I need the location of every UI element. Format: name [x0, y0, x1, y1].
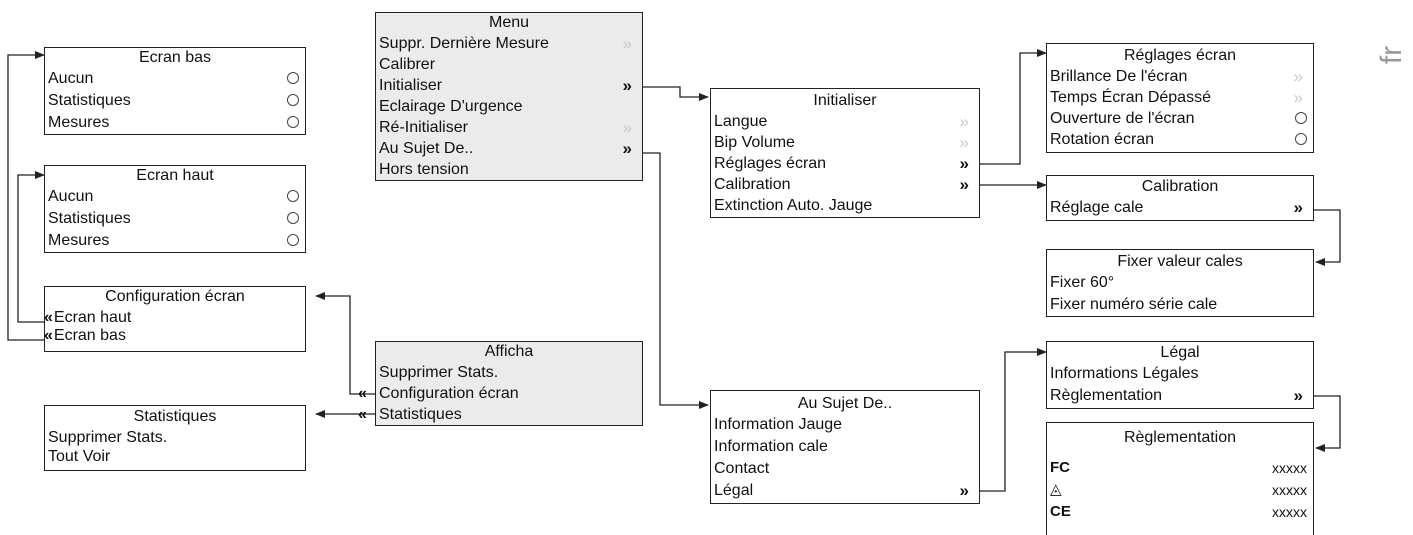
item-supprimer-stats[interactable]: Supprimer Stats.	[48, 429, 168, 446]
chevron-right-icon: »	[959, 175, 969, 194]
menu-item-re-initialiser[interactable]: Ré-Initialiser»	[379, 118, 632, 137]
chevron-right-icon: »	[959, 481, 969, 500]
radio-icon[interactable]	[287, 234, 299, 246]
au-sujet-de-title: Au Sujet De..	[797, 395, 893, 412]
chevron-right-icon: »	[622, 76, 632, 95]
chevron-right-icon: »	[622, 34, 632, 53]
chevron-right-icon: »	[1293, 67, 1303, 86]
calibration-title: Calibration	[1141, 178, 1219, 195]
fcc-mark-icon: FC	[1050, 459, 1070, 476]
chevron-right-icon: »	[959, 112, 969, 131]
item-extinction-auto-jauge[interactable]: Extinction Auto. Jauge	[714, 197, 873, 214]
radio-icon[interactable]	[287, 116, 299, 128]
language-tab: fr	[1375, 40, 1408, 80]
radio-icon[interactable]	[287, 190, 299, 202]
affichage-box: Afficha Supprimer Stats. «Configuration …	[358, 341, 643, 426]
configuration-ecran-title: Configuration écran	[105, 288, 245, 305]
initialiser-title: Initialiser	[813, 92, 877, 109]
configuration-ecran-box: Configuration écran «Ecran haut «Ecran b…	[44, 286, 306, 352]
menu-box: Menu Suppr. Dernière Mesure» Calibrer In…	[375, 12, 643, 181]
item-ecran-haut[interactable]: «Ecran haut	[44, 307, 305, 329]
option-aucun[interactable]: Aucun	[45, 186, 305, 208]
legal-box: Légal Informations Légales Règlementatio…	[1046, 341, 1314, 409]
ecran-bas-title: Ecran bas	[138, 49, 212, 66]
option-statistiques[interactable]: Statistiques	[45, 90, 305, 112]
language-code: fr	[1375, 45, 1408, 65]
chevron-right-icon: »	[1293, 386, 1303, 405]
radio-icon[interactable]	[287, 94, 299, 106]
rcm-mark-icon: ◬	[1050, 481, 1062, 498]
item-langue[interactable]: Langue»	[714, 112, 969, 131]
item-information-cale[interactable]: Information cale	[714, 438, 828, 455]
fixer-valeur-cales-box: Fixer valeur cales Fixer 60° Fixer numér…	[1046, 249, 1314, 317]
option-mesures[interactable]: Mesures	[45, 112, 305, 134]
affichage-title: Afficha	[484, 343, 534, 360]
chevron-left-icon: «	[44, 327, 53, 344]
item-fixer-numero-serie-cale[interactable]: Fixer numéro série cale	[1050, 296, 1218, 313]
reglages-ecran-box: Réglages écran Brillance De l'écran» Tem…	[1046, 43, 1314, 153]
item-ecran-bas[interactable]: «Ecran bas	[44, 325, 305, 347]
menu-title: Menu	[488, 14, 530, 31]
radio-icon[interactable]	[287, 212, 299, 224]
statistiques-box: Statistiques Supprimer Stats. Tout Voir	[44, 405, 306, 471]
chevron-right-icon: »	[1293, 198, 1303, 217]
radio-icon[interactable]	[1295, 112, 1307, 124]
item-ouverture-ecran[interactable]: Ouverture de l'écran	[1047, 108, 1313, 129]
option-aucun[interactable]: Aucun	[45, 68, 305, 90]
ecran-bas-box: Ecran bas Aucun Statistiques Mesures	[44, 47, 306, 135]
chevron-right-icon: »	[1293, 88, 1303, 107]
initialiser-box: Initialiser Langue» Bip Volume» Réglages…	[710, 88, 980, 218]
chevron-right-icon: »	[959, 154, 969, 173]
chevron-left-icon: «	[358, 385, 367, 402]
menu-item-suppr-derniere-mesure[interactable]: Suppr. Dernière Mesure»	[379, 34, 632, 53]
chevron-right-icon: »	[622, 139, 632, 158]
item-contact[interactable]: Contact	[714, 460, 770, 477]
legal-title: Légal	[1160, 344, 1200, 361]
item-supprimer-stats[interactable]: Supprimer Stats.	[379, 364, 499, 381]
item-calibration[interactable]: Calibration»	[714, 175, 969, 194]
calibration-box: Calibration Réglage cale»	[1046, 175, 1314, 221]
chevron-left-icon: «	[44, 309, 53, 326]
item-informations-legales[interactable]: Informations Légales	[1050, 365, 1199, 382]
reglementation-title: Règlementation	[1123, 429, 1237, 446]
ce-mark-icon: CE	[1050, 503, 1071, 520]
rcm-row: ◬xxxxx	[1047, 479, 1313, 501]
menu-item-eclairage-durgence[interactable]: Eclairage D'urgence	[379, 98, 523, 115]
radio-icon[interactable]	[1295, 133, 1307, 145]
radio-icon[interactable]	[287, 72, 299, 84]
item-brillance-ecran[interactable]: Brillance De l'écran»	[1050, 67, 1303, 86]
option-mesures[interactable]: Mesures	[45, 230, 305, 252]
menu-item-calibrer[interactable]: Calibrer	[379, 56, 436, 73]
item-reglage-cale[interactable]: Réglage cale»	[1050, 198, 1303, 217]
item-fixer-60[interactable]: Fixer 60°	[1050, 274, 1115, 291]
chevron-left-icon: «	[358, 406, 367, 423]
item-legal[interactable]: Légal»	[714, 481, 969, 500]
ecran-haut-title: Ecran haut	[136, 167, 214, 184]
item-configuration-ecran[interactable]: «Configuration écran	[358, 385, 519, 402]
item-information-jauge[interactable]: Information Jauge	[714, 416, 843, 433]
menu-item-au-sujet-de[interactable]: Au Sujet De..»	[379, 139, 632, 158]
item-temps-ecran-depasse[interactable]: Temps Écran Dépassé»	[1050, 88, 1303, 107]
item-statistiques[interactable]: «Statistiques	[358, 406, 462, 423]
reglages-ecran-title: Réglages écran	[1123, 47, 1237, 64]
menu-item-initialiser[interactable]: Initialiser»	[379, 76, 632, 95]
option-statistiques[interactable]: Statistiques	[45, 208, 305, 230]
fixer-valeur-cales-title: Fixer valeur cales	[1117, 253, 1243, 270]
statistiques-title: Statistiques	[133, 408, 217, 425]
item-bip-volume[interactable]: Bip Volume»	[714, 133, 969, 152]
item-reglementation[interactable]: Règlementation»	[1050, 386, 1303, 405]
menu-item-hors-tension[interactable]: Hors tension	[379, 161, 469, 178]
item-reglages-ecran[interactable]: Réglages écran»	[714, 154, 969, 173]
ecran-haut-box: Ecran haut Aucun Statistiques Mesures	[44, 165, 306, 253]
chevron-right-icon: »	[959, 133, 969, 152]
au-sujet-de-box: Au Sujet De.. Information Jauge Informat…	[710, 390, 980, 504]
item-tout-voir[interactable]: Tout Voir	[48, 448, 111, 465]
chevron-right-icon: »	[622, 118, 632, 137]
item-rotation-ecran[interactable]: Rotation écran	[1047, 129, 1313, 150]
